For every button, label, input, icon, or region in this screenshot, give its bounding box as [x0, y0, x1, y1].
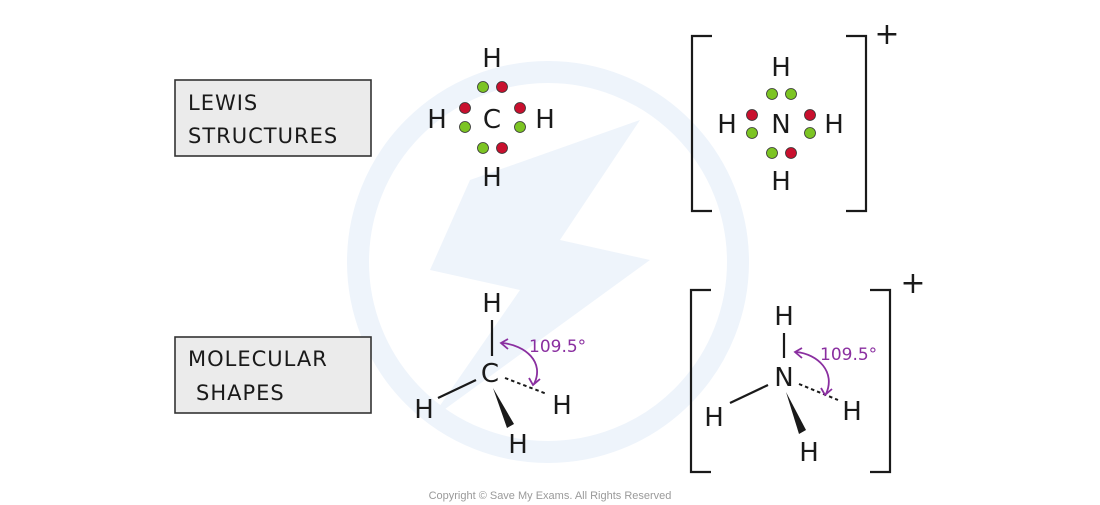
positive-charge: +	[900, 266, 925, 301]
lewis-label-line2: STRUCTURES	[188, 124, 338, 148]
methane-bond-angle: 109.5°	[529, 337, 586, 357]
wedge-bond	[786, 392, 806, 434]
ammonium-lewis-h-right: H	[824, 110, 844, 140]
methane-shape-h-top: H	[482, 289, 502, 319]
ammonium-lewis-h-bottom: H	[771, 167, 791, 197]
methane-shape-h-bottom: H	[508, 430, 528, 460]
ammonium-shape-h-left: H	[704, 403, 724, 433]
molecular-shapes-label: MOLECULAR SHAPES	[174, 336, 372, 414]
electron-dot	[477, 81, 489, 93]
copyright-notice: Copyright © Save My Exams. All Rights Re…	[429, 490, 672, 502]
ammonium-lewis-h-top: H	[771, 53, 791, 83]
electron-dot	[477, 142, 489, 154]
arrow-head	[528, 377, 541, 387]
dashed-bond	[798, 383, 839, 401]
arrow-head	[793, 347, 803, 359]
electron-dot	[746, 109, 758, 121]
lewis-label-line1: LEWIS	[188, 91, 258, 115]
dashed-bond	[504, 377, 548, 395]
ammonium-shape-h-right: H	[842, 397, 862, 427]
electron-dot	[766, 88, 778, 100]
methane-lewis-c: C	[483, 105, 501, 135]
methane-lewis-h-right: H	[535, 105, 555, 135]
arrow-head	[499, 338, 509, 350]
positive-charge: +	[874, 17, 899, 52]
watermark-logo	[347, 61, 749, 463]
shapes-label-line2: SHAPES	[196, 381, 285, 405]
bond-line	[729, 384, 769, 404]
electron-dot	[746, 127, 758, 139]
methane-molecular-shape: H C H H H 109.5°	[414, 289, 586, 460]
left-bracket	[689, 288, 711, 474]
electron-dot	[766, 147, 778, 159]
methane-shape-c: C	[481, 359, 499, 389]
ammonium-shape-h-bottom: H	[799, 438, 819, 468]
methane-lewis-h-bottom: H	[482, 163, 502, 193]
arrow-head	[820, 387, 833, 397]
electron-dot	[459, 121, 471, 133]
ammonium-shape-h-top: H	[774, 302, 794, 332]
electron-dot	[785, 147, 797, 159]
electron-dot	[514, 102, 526, 114]
ammonium-shape-n: N	[774, 363, 793, 393]
methane-shape-h-right: H	[552, 391, 572, 421]
methane-shape-h-left: H	[414, 395, 434, 425]
ammonium-bond-angle: 109.5°	[820, 345, 877, 365]
bond-line	[437, 379, 477, 399]
electron-dot	[496, 81, 508, 93]
methane-lewis-h-left: H	[427, 105, 447, 135]
angle-arc	[501, 342, 538, 385]
electron-dot	[785, 88, 797, 100]
ammonium-lewis-structure: + H N H H H	[690, 17, 900, 213]
electron-dot	[496, 142, 508, 154]
ammonium-lewis-n: N	[771, 110, 790, 140]
ammonium-lewis-h-left: H	[717, 110, 737, 140]
wedge-bond	[493, 388, 514, 428]
right-bracket	[846, 34, 868, 213]
electron-dot	[459, 102, 471, 114]
lewis-structures-label: LEWIS STRUCTURES	[174, 79, 372, 157]
left-bracket	[690, 34, 712, 213]
electron-dot	[804, 109, 816, 121]
methane-lewis-structure: H C H H H	[427, 44, 555, 193]
electron-dot	[514, 121, 526, 133]
ammonium-molecular-shape: + H N H H H 109.5°	[689, 266, 926, 474]
angle-arc	[795, 351, 830, 395]
methane-lewis-h-top: H	[482, 44, 502, 74]
right-bracket	[870, 288, 892, 474]
shapes-label-line1: MOLECULAR	[188, 347, 328, 371]
electron-dot	[804, 127, 816, 139]
